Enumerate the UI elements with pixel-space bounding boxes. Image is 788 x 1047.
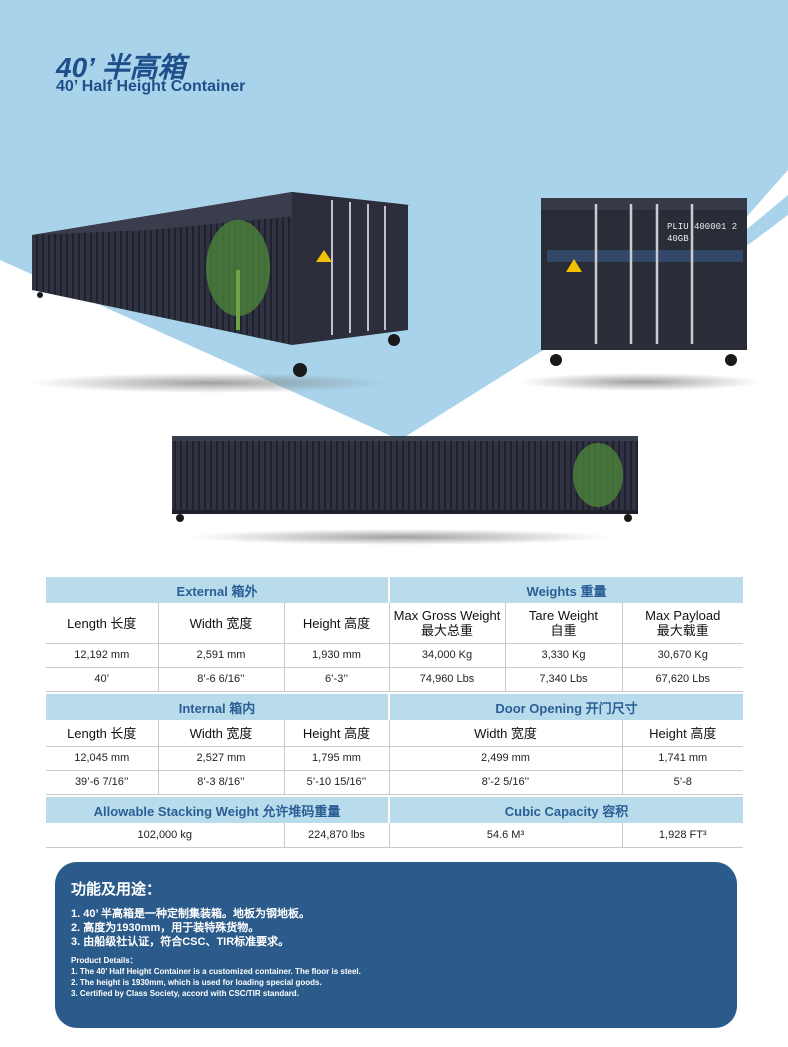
col-tare-cn: 自重 — [550, 622, 577, 638]
container-angled-image — [32, 192, 410, 377]
page-title-cn: 40’ 半高箱 — [56, 52, 186, 83]
shadow-door — [520, 373, 760, 391]
section-external: External 箱外 — [46, 577, 390, 603]
col-external-length: Length 长度 — [46, 603, 159, 644]
table-cell: 40’ — [46, 667, 159, 692]
hero-banner: PLIU 400001 2 40GB 40’ 半高箱 40’ Half Heig… — [0, 0, 788, 545]
section-header-row: Allowable Stacking Weight 允许堆码重量 Cubic C… — [46, 797, 743, 823]
table-cell: 8’-6 6/16’’ — [158, 667, 285, 692]
col-max-gross-en: Max Gross Weight — [393, 607, 501, 623]
table-cell: 3,330 Kg — [505, 643, 623, 668]
section-weights: Weights 重量 — [389, 577, 743, 603]
section-internal: Internal 箱内 — [46, 694, 390, 720]
table-cell: 12,192 mm — [46, 643, 159, 668]
table-cell: 54.6 M³ — [389, 823, 623, 848]
table-cell: 1,930 mm — [284, 643, 390, 668]
col-internal-width: Width 宽度 — [158, 720, 285, 747]
details-cn-line: 3. 由船级社认证，符合CSC、TIR标准要求。 — [71, 936, 290, 948]
table-cell: 5’-8 — [622, 770, 743, 795]
table-cell: 1,795 mm — [284, 746, 390, 771]
details-cn-line: 1. 40’ 半高箱是一种定制集装箱。地板为钢地板。 — [71, 908, 310, 920]
section-header-row: External 箱外 Weights 重量 — [46, 577, 743, 603]
table-cell: 12,045 mm — [46, 746, 159, 771]
col-payload-cn: 最大载重 — [656, 622, 709, 638]
shadow-side — [190, 529, 610, 545]
details-panel: 功能及用途： 1. 40’ 半高箱是一种定制集装箱。地板为钢地板。 2. 高度为… — [55, 862, 737, 1028]
hero-illustration: PLIU 400001 2 40GB — [0, 0, 788, 545]
col-door-width: Width 宽度 — [389, 720, 623, 747]
table-row: 102,000 kg 224,870 lbs 54.6 M³ 1,928 FT³ — [46, 823, 743, 848]
table-cell: 1,928 FT³ — [622, 823, 743, 848]
table-cell: 30,670 Kg — [622, 643, 743, 668]
details-cn-line: 2. 高度为1930mm，用于装特殊货物。 — [71, 922, 260, 934]
col-external-width: Width 宽度 — [158, 603, 285, 644]
table-cell: 1,741 mm — [622, 746, 743, 771]
details-en-line: 1. The 40’ Half Height Container is a cu… — [71, 967, 361, 976]
col-max-gross-cn: 最大总重 — [420, 622, 473, 638]
column-header-row: Length 长度 Width 宽度 Height 高度 Width 宽度 He… — [46, 720, 743, 747]
section-stacking: Allowable Stacking Weight 允许堆码重量 — [46, 797, 390, 823]
section-cubic: Cubic Capacity 容积 — [389, 797, 743, 823]
table-cell: 7,340 Lbs — [505, 667, 623, 692]
shadow-angled — [30, 373, 390, 393]
table-cell: 8’-3 8/16’’ — [158, 770, 285, 795]
section-door-opening: Door Opening 开门尺寸 — [389, 694, 743, 720]
table-row: 40’ 8’-6 6/16’’ 6’-3’’ 74,960 Lbs 7,340 … — [46, 667, 743, 692]
table-cell: 2,527 mm — [158, 746, 285, 771]
table-cell: 8’-2 5/16’’ — [389, 770, 623, 795]
table-row: 12,045 mm 2,527 mm 1,795 mm 2,499 mm 1,7… — [46, 746, 743, 771]
container-side-image — [172, 436, 638, 522]
col-external-height: Height 高度 — [284, 603, 390, 644]
col-payload-en: Max Payload — [645, 607, 721, 623]
table-cell: 6’-3’’ — [284, 667, 390, 692]
details-title: 功能及用途： — [71, 881, 162, 898]
table-cell: 39’-6 7/16’’ — [46, 770, 159, 795]
table-cell: 2,591 mm — [158, 643, 285, 668]
spec-table: External 箱外 Weights 重量 Length 长度 Width 宽… — [46, 577, 743, 848]
col-tare-en: Tare Weight — [528, 607, 599, 623]
container-code-text: PLIU 400001 2 — [667, 222, 737, 232]
table-cell: 34,000 Kg — [389, 643, 506, 668]
table-cell: 2,499 mm — [389, 746, 623, 771]
table-row: 39’-6 7/16’’ 8’-3 8/16’’ 5’-10 15/16’’ 8… — [46, 770, 743, 795]
table-cell: 67,620 Lbs — [622, 667, 743, 692]
col-door-height: Height 高度 — [622, 720, 743, 747]
column-header-row: Length 长度 Width 宽度 Height 高度 Max Gross W… — [46, 603, 743, 644]
table-cell: 224,870 lbs — [284, 823, 390, 848]
container-type-text: 40GB — [667, 234, 689, 244]
details-en-line: 2. The height is 1930mm, which is used f… — [71, 978, 322, 987]
table-cell: 102,000 kg — [46, 823, 285, 848]
col-internal-height: Height 高度 — [284, 720, 390, 747]
col-internal-length: Length 长度 — [46, 720, 159, 747]
sky-ribbon — [740, 195, 788, 245]
table-cell: 74,960 Lbs — [389, 667, 506, 692]
container-door-image: PLIU 400001 2 40GB — [541, 198, 747, 366]
table-row: 12,192 mm 2,591 mm 1,930 mm 34,000 Kg 3,… — [46, 643, 743, 668]
section-header-row: Internal 箱内 Door Opening 开门尺寸 — [46, 694, 743, 720]
page-title-en: 40’ Half Height Container — [56, 78, 246, 95]
details-en-line: 3. Certified by Class Society, accord wi… — [71, 989, 299, 998]
table-cell: 5’-10 15/16’’ — [284, 770, 390, 795]
details-en-heading: Product Details： — [71, 956, 138, 965]
